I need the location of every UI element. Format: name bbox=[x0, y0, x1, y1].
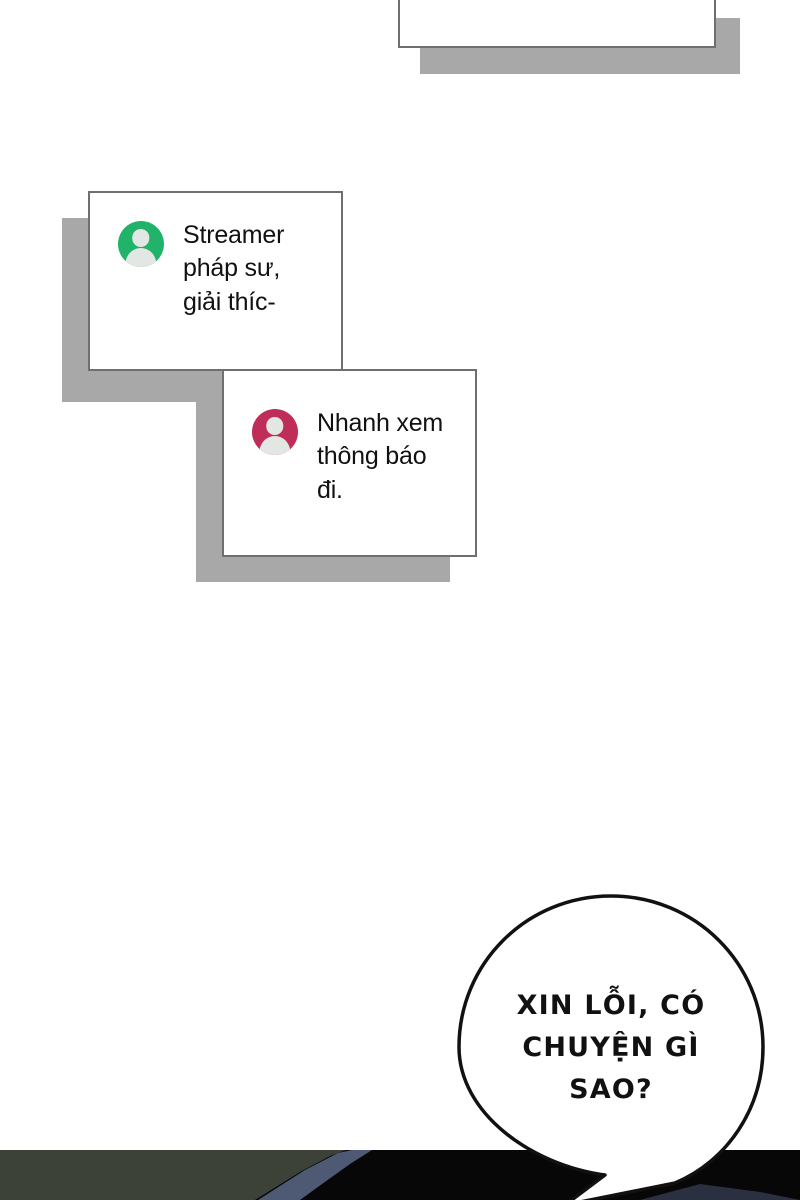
user-avatar-crimson-icon bbox=[252, 409, 298, 455]
notification-card-text-one: Streamer pháp sư, giải thíc- bbox=[183, 221, 285, 316]
notification-card-top[interactable] bbox=[398, 0, 716, 48]
speech-balloon-text: XIN LỖI, CÓ CHUYỆN GÌ SAO? bbox=[516, 990, 706, 1106]
notification-card-two[interactable]: Nhanh xem thông báo đi. bbox=[222, 369, 477, 557]
avatar-body-shape bbox=[125, 248, 157, 267]
avatar-head-shape bbox=[132, 229, 150, 247]
notification-card-one[interactable]: Streamer pháp sư, giải thíc- bbox=[88, 191, 343, 371]
avatar-body-shape bbox=[259, 436, 291, 455]
speech-balloon: XIN LỖI, CÓ CHUYỆN GÌ SAO? bbox=[455, 893, 767, 1200]
avatar-head-shape bbox=[266, 417, 284, 435]
notification-card-body: Nhanh xem thông báo đi. bbox=[224, 371, 443, 507]
user-avatar-green-icon bbox=[118, 221, 164, 267]
notification-card-text-two: Nhanh xem thông báo đi. bbox=[317, 409, 444, 504]
notification-card-body: Streamer pháp sư, giải thíc- bbox=[90, 193, 284, 319]
speech-balloon-shape-icon bbox=[457, 894, 765, 1200]
